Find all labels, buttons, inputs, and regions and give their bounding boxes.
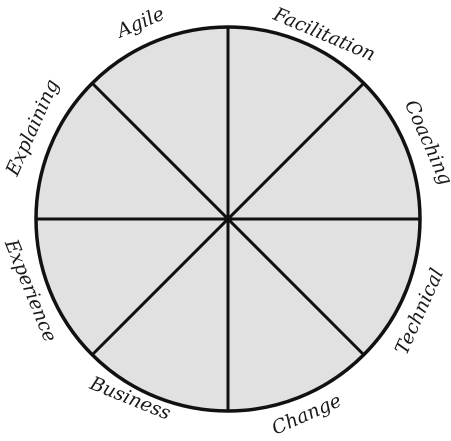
segment-label-agile: Agile bbox=[112, 3, 168, 43]
divider-diagonal-up bbox=[90, 81, 366, 357]
